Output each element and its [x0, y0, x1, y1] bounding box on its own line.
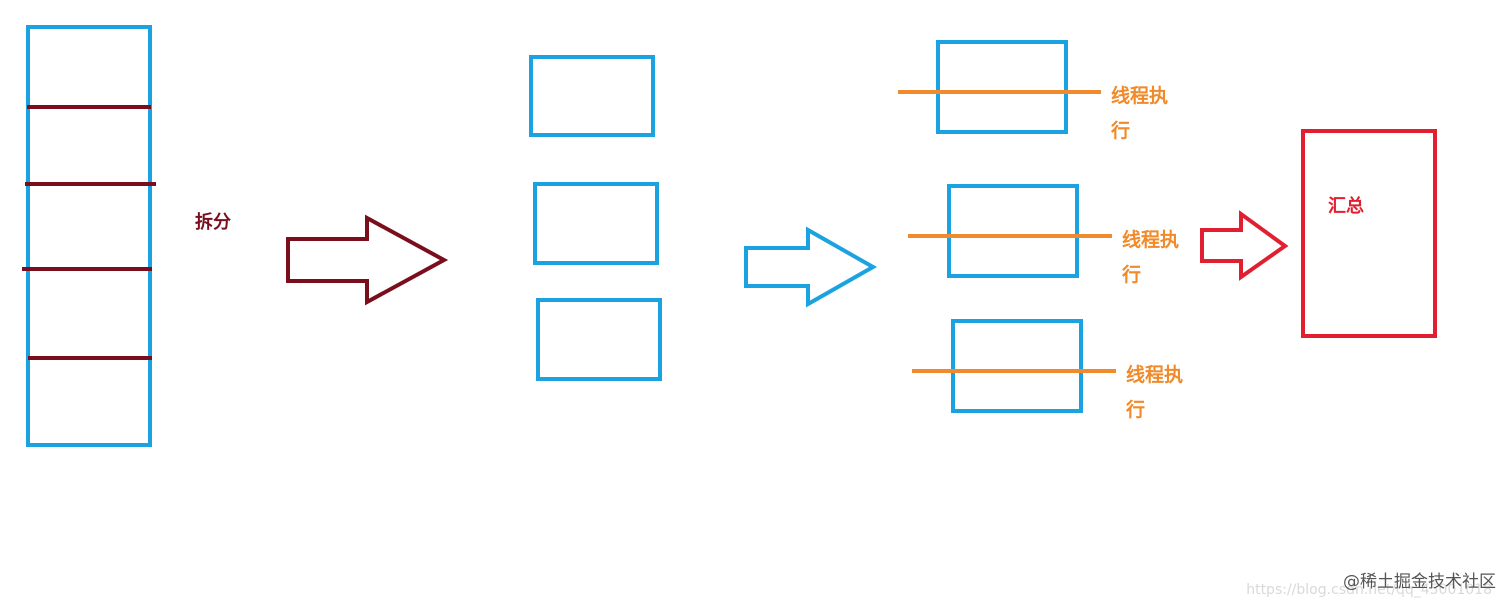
original-task-box	[26, 25, 152, 447]
split-label: 拆分	[195, 212, 231, 233]
watermark-brand: @稀土掘金技术社区	[1343, 572, 1496, 592]
merge-arrow	[1200, 210, 1289, 281]
split-arrow	[286, 214, 449, 306]
thread-box-1	[936, 40, 1068, 134]
execute-arrow	[744, 226, 878, 308]
subtask-box-1	[529, 55, 655, 137]
thread-box-3	[951, 319, 1083, 413]
summary-label: 汇总	[1328, 196, 1364, 217]
subtask-box-3	[536, 298, 662, 381]
thread-label-2: 线程执行	[1122, 229, 1180, 286]
watermark-url: https://blog.csdn.net/qq_45001018	[1246, 582, 1492, 598]
thread-box-2	[947, 184, 1079, 278]
subtask-box-2	[533, 182, 659, 265]
summary-box	[1301, 129, 1437, 338]
thread-label-1: 线程执行	[1111, 85, 1169, 142]
thread-label-3: 线程执行	[1126, 364, 1184, 421]
